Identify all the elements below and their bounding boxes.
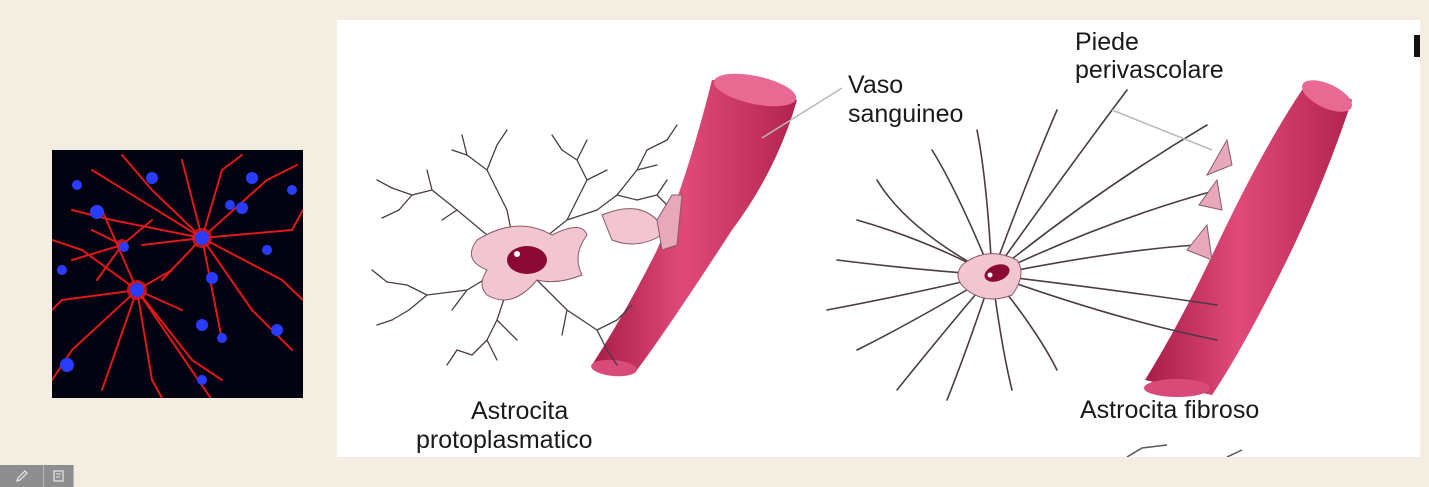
label-astrocita-proto-line2: protoplasmatico [416, 426, 593, 454]
label-astrocita-proto-line1: Astrocita [471, 397, 569, 425]
blood-vessel-left [591, 73, 797, 377]
note-button[interactable] [44, 465, 74, 487]
label-vaso: Vaso [848, 71, 904, 99]
edge-mark [1414, 35, 1420, 57]
label-piede: Piede [1075, 28, 1139, 56]
annotation-toolbar [0, 465, 74, 487]
protoplasmic-astrocyte [371, 124, 683, 366]
pencil-button[interactable] [0, 465, 44, 487]
label-sanguineo: sanguineo [848, 100, 964, 128]
cropped-marks [1126, 444, 1243, 457]
note-icon [52, 470, 64, 482]
astrocyte-micrograph [52, 150, 303, 398]
astrocyte-diagram: Vaso sanguineo Piede perivascolare Astro… [337, 20, 1420, 457]
fibrous-astrocyte [826, 89, 1233, 401]
pencil-icon [15, 470, 28, 482]
leader-lines [761, 87, 1213, 151]
diagram-art [371, 35, 1420, 457]
label-astrocita-fibroso: Astrocita fibroso [1080, 396, 1260, 424]
label-perivascolare: perivascolare [1075, 56, 1224, 84]
blood-vessel-right [1144, 80, 1352, 397]
micrograph-art [52, 150, 303, 398]
